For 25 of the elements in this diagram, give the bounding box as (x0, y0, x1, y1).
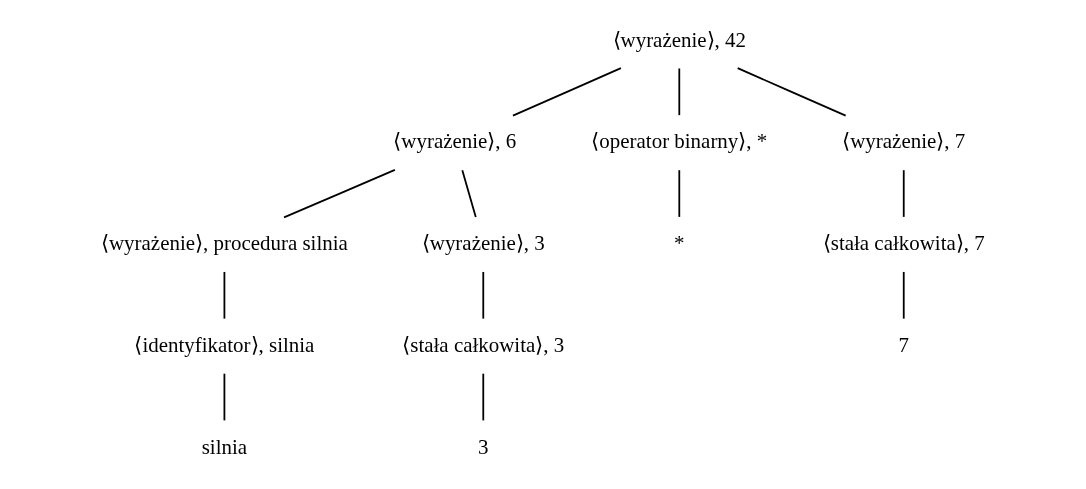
node-text: ⟨identyfikator⟩, silnia (133, 332, 314, 357)
node-text: ⟨wyrażenie⟩, procedura silnia (100, 231, 348, 256)
connector (511, 67, 622, 117)
node-text: ⟨stała całkowita⟩, 7 (822, 231, 985, 256)
node-text: ⟨operator binarny⟩, * (590, 129, 767, 154)
connector (223, 271, 225, 320)
connector (481, 372, 484, 422)
connector (902, 271, 905, 320)
connector (282, 169, 396, 219)
node-text: ⟨stała całkowita⟩, 3 (401, 332, 564, 357)
node-text: ⟨wyrażenie⟩, 42 (612, 27, 746, 52)
node-text: ⟨wyrażenie⟩, 6 (392, 129, 516, 154)
connector (677, 169, 680, 218)
connector (902, 169, 905, 218)
node-text: 3 (477, 434, 489, 459)
connector (223, 372, 225, 422)
connector (736, 67, 847, 117)
connector (460, 169, 477, 218)
connector (677, 67, 680, 117)
node-text: * (673, 231, 685, 256)
node-text: ⟨wyrażenie⟩, 7 (841, 129, 965, 154)
node-text: ⟨wyrażenie⟩, 3 (421, 231, 545, 256)
node-text: silnia (201, 434, 247, 459)
node-text: 7 (898, 332, 909, 357)
connector (481, 271, 484, 320)
